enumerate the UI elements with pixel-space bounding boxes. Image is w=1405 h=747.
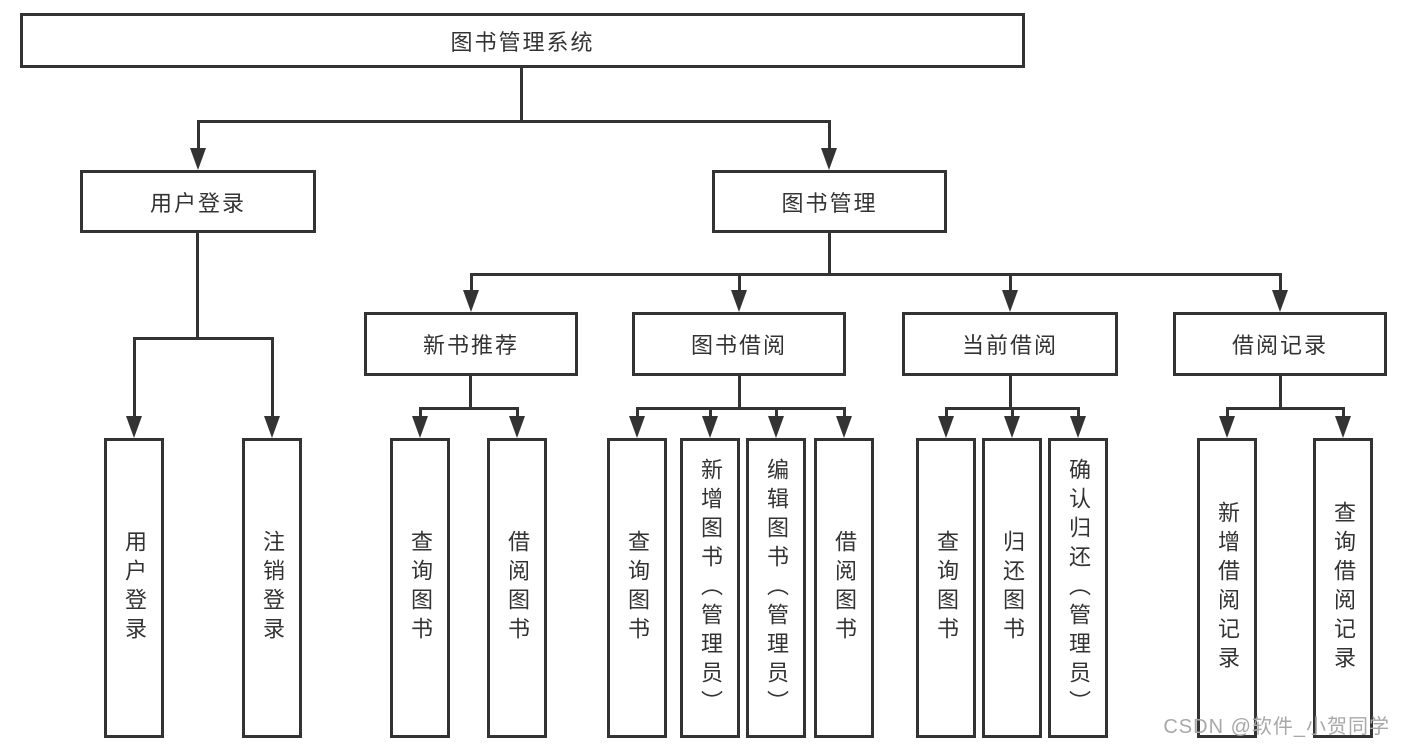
edge-current-stem [1009,376,1012,408]
edge-book-management-stem [828,233,831,275]
edge-to-new-book-recommendation [470,273,473,292]
leaf-borrow-books-recommend: 借阅图书 [487,438,547,738]
leaf-query-books-recommend: 查询图书 [390,438,450,738]
leaf-edit-book-admin: 编辑图书（管理员） [746,438,806,738]
leaf-query-borrow-record: 查询借阅记录 [1313,438,1373,738]
node-new-book-recommendation: 新书推荐 [364,312,578,376]
leaf-query-books-current: 查询图书 [916,438,976,738]
edge-borrowing-leaf2 [709,407,712,420]
edge-borrowing-leaf1 [636,407,639,420]
arrow-down-icon [1070,416,1086,438]
leaf-logout: 注销登录 [242,438,302,738]
leaf-confirm-return-admin: 确认归还（管理员） [1048,438,1108,738]
edge-borrowing-stem [738,376,741,408]
edge-borrowing-leaf4 [843,407,846,420]
arrow-down-icon [1002,290,1018,312]
edge-root-stem [520,68,523,121]
edge-borrowing-bus [636,407,845,410]
node-book-management: 图书管理 [712,170,947,233]
leaf-user-login: 用户登录 [104,438,164,738]
edge-to-borrow-records [1279,273,1282,292]
arrow-down-icon [731,290,747,312]
edge-current-leaf3 [1077,407,1080,420]
edge-current-leaf1 [945,407,948,420]
arrow-down-icon [463,290,479,312]
arrow-down-icon [768,416,784,438]
arrow-down-icon [938,416,954,438]
node-borrow-records: 借阅记录 [1173,312,1387,376]
arrow-down-icon [702,416,718,438]
edge-records-stem [1279,376,1282,408]
arrow-down-icon [412,416,428,438]
edge-records-leaf2 [1342,407,1345,420]
edge-recommend-stem [469,376,472,408]
edge-to-leaf-logout [271,337,274,420]
edge-records-bus [1226,407,1345,410]
node-root-library-system: 图书管理系统 [20,13,1025,68]
edge-records-leaf1 [1226,407,1229,420]
arrow-down-icon [836,416,852,438]
leaf-add-borrow-record: 新增借阅记录 [1197,438,1257,738]
arrow-down-icon [190,148,206,170]
node-current-borrowing: 当前借阅 [902,312,1118,376]
leaf-return-books: 归还图书 [982,438,1042,738]
edge-to-book-borrowing [738,273,741,292]
arrow-down-icon [1335,416,1351,438]
arrow-down-icon [509,416,525,438]
edge-recommend-leaf2 [516,407,519,420]
leaf-add-book-admin: 新增图书（管理员） [680,438,740,738]
edge-borrowing-leaf3 [775,407,778,420]
arrow-down-icon [1272,290,1288,312]
node-book-borrowing: 图书借阅 [632,312,846,376]
edge-to-leaf-user-login [133,337,136,420]
csdn-watermark: CSDN @软件_小贺同学 [1163,716,1390,738]
arrow-down-icon [629,416,645,438]
edge-book-management-bus [470,273,1281,276]
arrow-down-icon [821,148,837,170]
edge-to-user-login [197,120,200,151]
arrow-down-icon [126,416,142,438]
arrow-down-icon [1004,416,1020,438]
arrow-down-icon [264,416,280,438]
edge-recommend-leaf1 [419,407,422,420]
edge-current-leaf2 [1011,407,1014,420]
edge-user-login-stem [196,233,199,337]
node-user-login: 用户登录 [80,170,316,233]
edge-recommend-bus [419,407,518,410]
edge-to-book-management [828,120,831,151]
leaf-query-books-borrowing: 查询图书 [607,438,667,738]
arrow-down-icon [1219,416,1235,438]
edge-user-login-bus [133,337,274,340]
edge-root-bus [197,120,831,123]
leaf-borrow-books: 借阅图书 [814,438,874,738]
edge-to-current-borrowing [1009,273,1012,292]
